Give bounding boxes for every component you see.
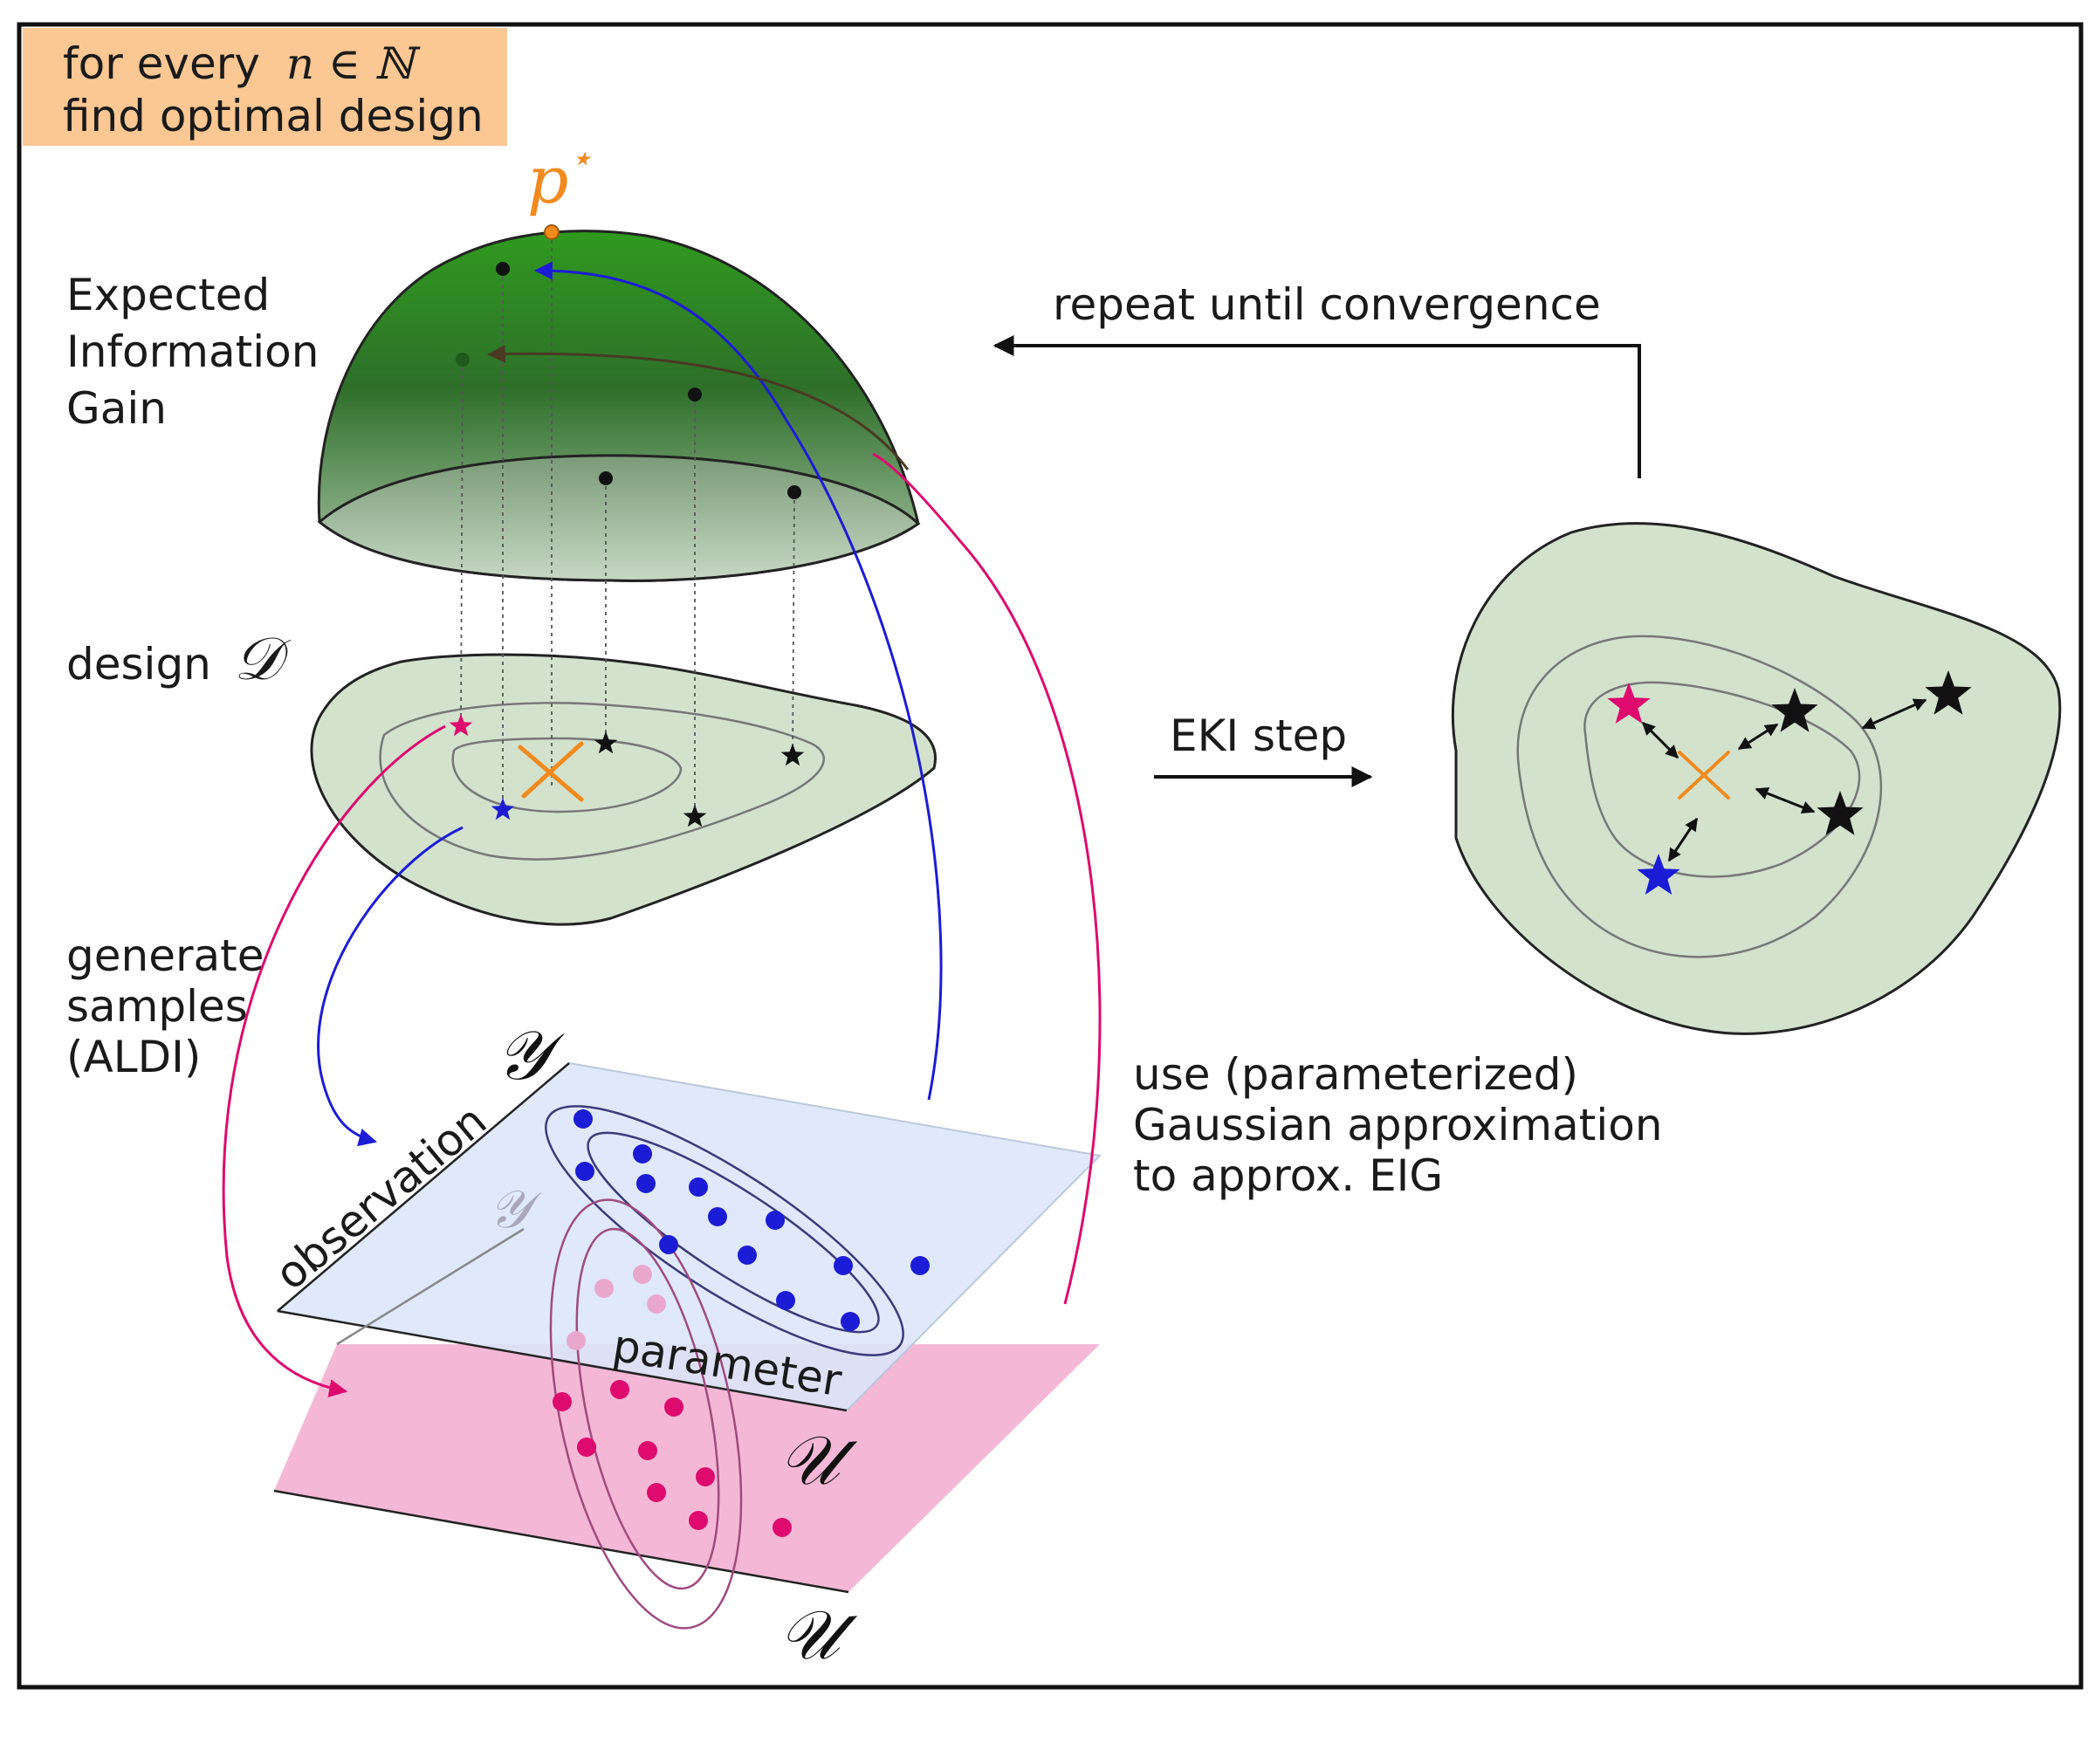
- blue-arrow-to-observation: [317, 826, 464, 1147]
- observation-sample: [633, 1144, 652, 1163]
- updated-star: [1607, 683, 1651, 724]
- parameter-sample: [610, 1380, 629, 1399]
- design-star: [491, 798, 515, 820]
- eig-point: [496, 262, 510, 276]
- observation-axis: [277, 1062, 570, 1312]
- parameter-plane: [274, 1344, 1100, 1592]
- optimum-point: [544, 224, 560, 240]
- observation-sample: [776, 1291, 795, 1310]
- loop-arrow: [992, 335, 1641, 478]
- design-star: [449, 714, 473, 737]
- eki-update-arrow: [1737, 723, 1779, 751]
- parameter-sample: [689, 1511, 708, 1530]
- generate-label-line2: samples: [66, 981, 248, 1032]
- parameter-samples: [553, 1265, 792, 1537]
- parameter-sample: [696, 1467, 715, 1486]
- generate-label-line3: (ALDI): [66, 1032, 201, 1082]
- eig-dome-rim: [317, 454, 921, 582]
- dark-arrow-to-eig: [486, 344, 910, 470]
- eig-point: [599, 471, 613, 485]
- gaussian-label-line3: to approx. EIG: [1133, 1150, 1443, 1201]
- observation-sample: [910, 1256, 930, 1275]
- design-contour-inner: [451, 737, 683, 813]
- observation-sample: [834, 1256, 853, 1275]
- eig-label-line2: Information: [66, 326, 319, 377]
- eig-point: [787, 485, 801, 499]
- updated-contour-inner: [1583, 681, 1861, 878]
- parameter-ellipse-outer: [549, 1198, 743, 1630]
- design-star: [780, 744, 805, 766]
- parameter-sample-faded: [594, 1279, 614, 1298]
- parameter-sample: [647, 1483, 666, 1502]
- design-contour-outer: [379, 702, 825, 861]
- parameter-axis-back: [336, 1227, 525, 1346]
- observation-ellipse-inner: [587, 1131, 880, 1334]
- updated-star: [1771, 688, 1818, 732]
- updated-star: [1637, 854, 1680, 895]
- optimum-label: p⋆: [527, 136, 593, 218]
- projection-line: [460, 359, 464, 727]
- projection-lines: [460, 232, 795, 817]
- gaussian-label-line1: use (parameterized): [1133, 1049, 1578, 1100]
- observation-sample: [574, 1109, 593, 1129]
- generate-label-line1: generate: [66, 930, 264, 981]
- observation-ellipse-outer: [545, 1105, 904, 1356]
- observation-sample: [575, 1162, 594, 1181]
- parameter-sample: [638, 1441, 657, 1460]
- parameter-ellipse-inner: [575, 1227, 720, 1590]
- parameter-sample: [773, 1518, 792, 1537]
- parameter-sample: [664, 1397, 683, 1417]
- eki-update-arrows: [1641, 698, 1927, 862]
- parameter-sample-faded: [633, 1265, 652, 1284]
- parameter-sample-faded: [647, 1294, 666, 1314]
- eki-update-arrow: [1861, 698, 1927, 730]
- eki-update-arrow: [1641, 721, 1679, 759]
- header-line1: for every n ∈ ℕ: [63, 38, 421, 89]
- design-star: [594, 731, 618, 754]
- header-line1-text: for every: [63, 38, 260, 89]
- parameter-sample: [553, 1392, 572, 1411]
- eig-points: [456, 224, 801, 499]
- updated-contour-outer: [1516, 635, 1883, 958]
- magenta-arrow-to-eig: [872, 452, 1102, 1305]
- eig-point: [456, 353, 470, 367]
- design-mean-cross: [518, 741, 584, 802]
- observation-sample: [766, 1211, 785, 1230]
- design-stars: [449, 714, 805, 827]
- observation-sample: [841, 1312, 860, 1331]
- blue-arrow-to-eig: [533, 261, 943, 1101]
- eki-step-label: EKI step: [1170, 710, 1347, 761]
- parameter-sample-faded: [567, 1331, 586, 1350]
- observation-sample: [636, 1174, 656, 1193]
- updated-design-domain: [1451, 522, 2062, 1035]
- observation-sample: [738, 1246, 757, 1265]
- updated-star: [1817, 791, 1864, 835]
- header-box: [23, 28, 507, 146]
- eig-label-line1: Expected: [66, 270, 270, 320]
- observation-samples: [574, 1109, 930, 1331]
- observation-sample: [659, 1235, 678, 1254]
- loop-label: repeat until convergence: [1053, 279, 1601, 330]
- header-line2: find optimal design: [63, 91, 484, 141]
- observation-sample: [708, 1207, 727, 1226]
- eki-update-arrow: [1667, 817, 1699, 862]
- updated-star: [1925, 670, 1972, 715]
- parameter-axis-bottom: [273, 1489, 849, 1594]
- design-domain: [310, 653, 937, 926]
- design-star: [683, 805, 707, 827]
- observation-sample: [689, 1177, 708, 1197]
- updated-design-stars: [1607, 670, 1972, 895]
- updated-mean-cross: [1678, 751, 1730, 800]
- eig-point: [688, 388, 702, 402]
- magenta-arrow-to-parameter: [222, 724, 446, 1397]
- gaussian-label-line2: Gaussian approximation: [1133, 1100, 1663, 1150]
- eig-label-line3: Gain: [66, 383, 167, 434]
- eki-update-arrow: [1755, 786, 1816, 814]
- parameter-sample: [577, 1438, 596, 1457]
- header-line1-math: n ∈ ℕ: [286, 38, 421, 89]
- parameter-axis-obs: [277, 1309, 848, 1412]
